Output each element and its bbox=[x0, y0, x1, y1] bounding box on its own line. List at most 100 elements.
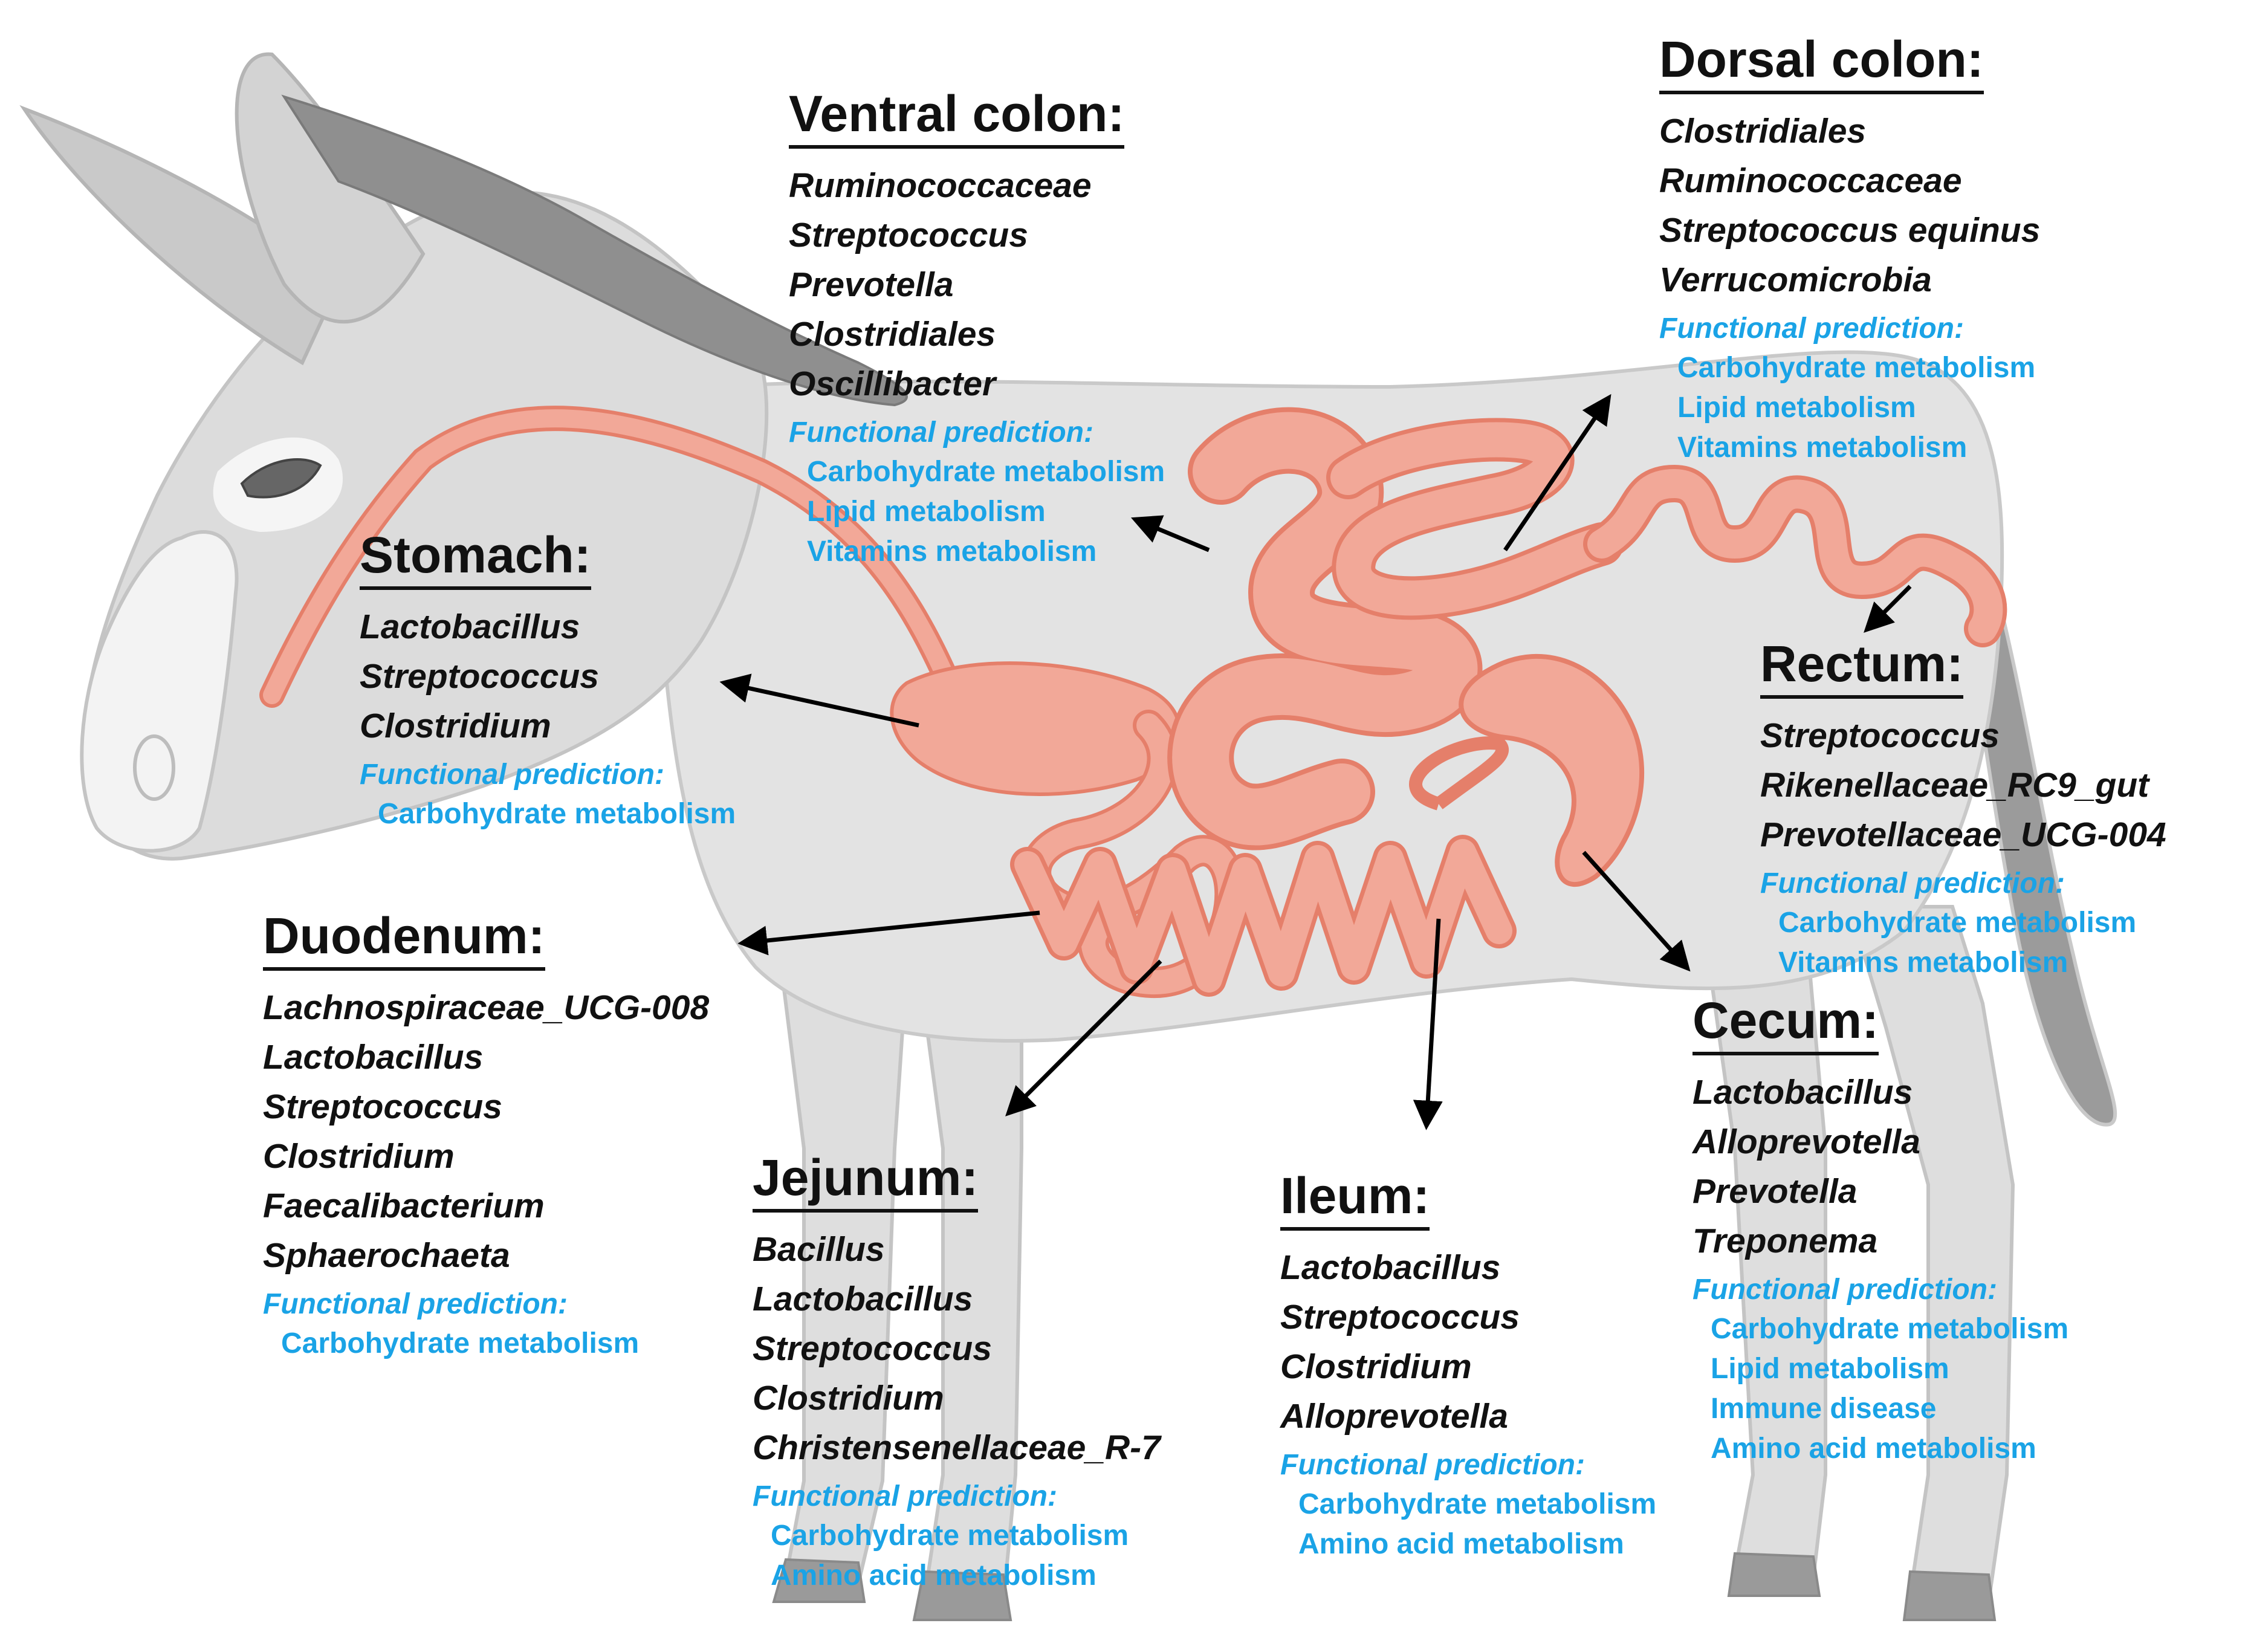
taxon-item: Faecalibacterium bbox=[263, 1187, 545, 1225]
taxon-item: Lactobacillus bbox=[360, 607, 580, 646]
function-item: Carbohydrate metabolism bbox=[1677, 352, 2036, 384]
taxon-item: Ruminococcaceae bbox=[789, 166, 1092, 205]
ventral-colon-title: Ventral colon: bbox=[789, 85, 1125, 149]
taxon-item: Lactobacillus bbox=[753, 1280, 973, 1318]
taxon-item: Lactobacillus bbox=[263, 1038, 484, 1077]
duodenum-functions: Carbohydrate metabolism bbox=[263, 1324, 709, 1364]
function-item: Carbohydrate metabolism bbox=[1711, 1313, 2069, 1345]
taxon-item: Clostridium bbox=[263, 1137, 455, 1176]
taxon-item: Streptococcus equinus bbox=[1659, 211, 2041, 250]
ventral-colon-func-head: Functional prediction: bbox=[789, 416, 1093, 449]
taxon-item: Streptococcus bbox=[1280, 1298, 1520, 1336]
duodenum-title: Duodenum: bbox=[263, 907, 545, 971]
jejunum-title: Jejunum: bbox=[753, 1148, 979, 1213]
function-item: Carbohydrate metabolism bbox=[378, 798, 736, 830]
nostril-icon bbox=[133, 734, 175, 801]
donkey-hooves bbox=[772, 1552, 1997, 1621]
taxon-item: Rikenellaceae_RC9_gut bbox=[1760, 766, 2149, 805]
taxon-item: Treponema bbox=[1692, 1222, 1878, 1260]
taxon-item: Streptococcus bbox=[789, 216, 1028, 254]
cecum-title: Cecum: bbox=[1692, 991, 1879, 1055]
arrow-duodenum bbox=[737, 910, 1040, 956]
function-item: Amino acid metabolism bbox=[1298, 1528, 1624, 1560]
taxon-item: Lactobacillus bbox=[1280, 1248, 1501, 1287]
rectum-title: Rectum: bbox=[1760, 635, 1964, 699]
taxon-item: Prevotella bbox=[789, 265, 954, 304]
taxon-item: Verrucomicrobia bbox=[1659, 261, 1932, 299]
taxon-item: Lachnospiraceae_UCG-008 bbox=[263, 988, 710, 1027]
pointer-arrows bbox=[719, 394, 1912, 1130]
arrow-rectum bbox=[1864, 585, 1912, 633]
dorsal-colon-title: Dorsal colon: bbox=[1659, 30, 1984, 94]
function-item: Lipid metabolism bbox=[1711, 1353, 1949, 1385]
jejunum-func-head: Functional prediction: bbox=[753, 1480, 1057, 1512]
stomach-func-head: Functional prediction: bbox=[360, 759, 664, 791]
taxon-item: Streptococcus bbox=[1760, 716, 2000, 755]
taxon-item: Christensenellaceae_R-7 bbox=[753, 1428, 1161, 1467]
function-item: Lipid metabolism bbox=[1677, 392, 1916, 424]
taxon-item: Clostridium bbox=[753, 1379, 944, 1417]
eye-icon bbox=[240, 458, 322, 499]
donkey-head bbox=[82, 190, 769, 861]
stomach-functions: Carbohydrate metabolism bbox=[360, 794, 736, 834]
taxon-item: Lactobacillus bbox=[1692, 1073, 1913, 1112]
taxon-item: Streptococcus bbox=[753, 1329, 992, 1368]
taxon-item: Oscillibacter bbox=[789, 364, 996, 403]
function-item: Vitamins metabolism bbox=[1677, 432, 1968, 464]
function-item: Carbohydrate metabolism bbox=[807, 456, 1165, 488]
ileum-func-head: Functional prediction: bbox=[1280, 1449, 1585, 1481]
taxon-item: Alloprevotella bbox=[1280, 1397, 1508, 1436]
function-item: Amino acid metabolism bbox=[771, 1560, 1096, 1592]
taxon-item: Sphaerochaeta bbox=[263, 1236, 510, 1275]
function-item: Immune disease bbox=[1711, 1393, 1937, 1425]
duodenum-func-head: Functional prediction: bbox=[263, 1288, 568, 1320]
cecum-func-head: Functional prediction: bbox=[1692, 1274, 1997, 1306]
taxon-item: Prevotellaceae_UCG-004 bbox=[1760, 815, 2166, 854]
arrow-ventral-colon bbox=[1130, 515, 1210, 552]
taxon-item: Clostridium bbox=[360, 707, 551, 745]
arrow-stomach bbox=[719, 673, 919, 728]
taxon-item: Clostridium bbox=[1280, 1347, 1472, 1386]
taxon-item: Streptococcus bbox=[263, 1087, 502, 1126]
arrow-cecum bbox=[1582, 850, 1691, 972]
stomach-title: Stomach: bbox=[360, 526, 591, 590]
taxon-item: Prevotella bbox=[1692, 1172, 1858, 1211]
cecum-organ bbox=[1459, 653, 1645, 887]
taxon-item: Clostridiales bbox=[789, 315, 996, 354]
donkey-muzzle bbox=[80, 530, 239, 853]
function-item: Carbohydrate metabolism bbox=[1778, 907, 2137, 939]
arrow-dorsal-colon bbox=[1503, 394, 1611, 551]
function-item: Carbohydrate metabolism bbox=[771, 1520, 1129, 1552]
function-item: Carbohydrate metabolism bbox=[281, 1327, 640, 1359]
ileum-tube bbox=[1409, 736, 1509, 811]
function-item: Amino acid metabolism bbox=[1711, 1433, 2036, 1465]
function-item: Lipid metabolism bbox=[807, 496, 1046, 528]
taxon-item: Bacillus bbox=[753, 1230, 885, 1269]
donkey-mane bbox=[281, 94, 908, 407]
dorsal-colon-func-head: Functional prediction: bbox=[1659, 313, 1964, 345]
taxon-item: Alloprevotella bbox=[1692, 1122, 1920, 1161]
